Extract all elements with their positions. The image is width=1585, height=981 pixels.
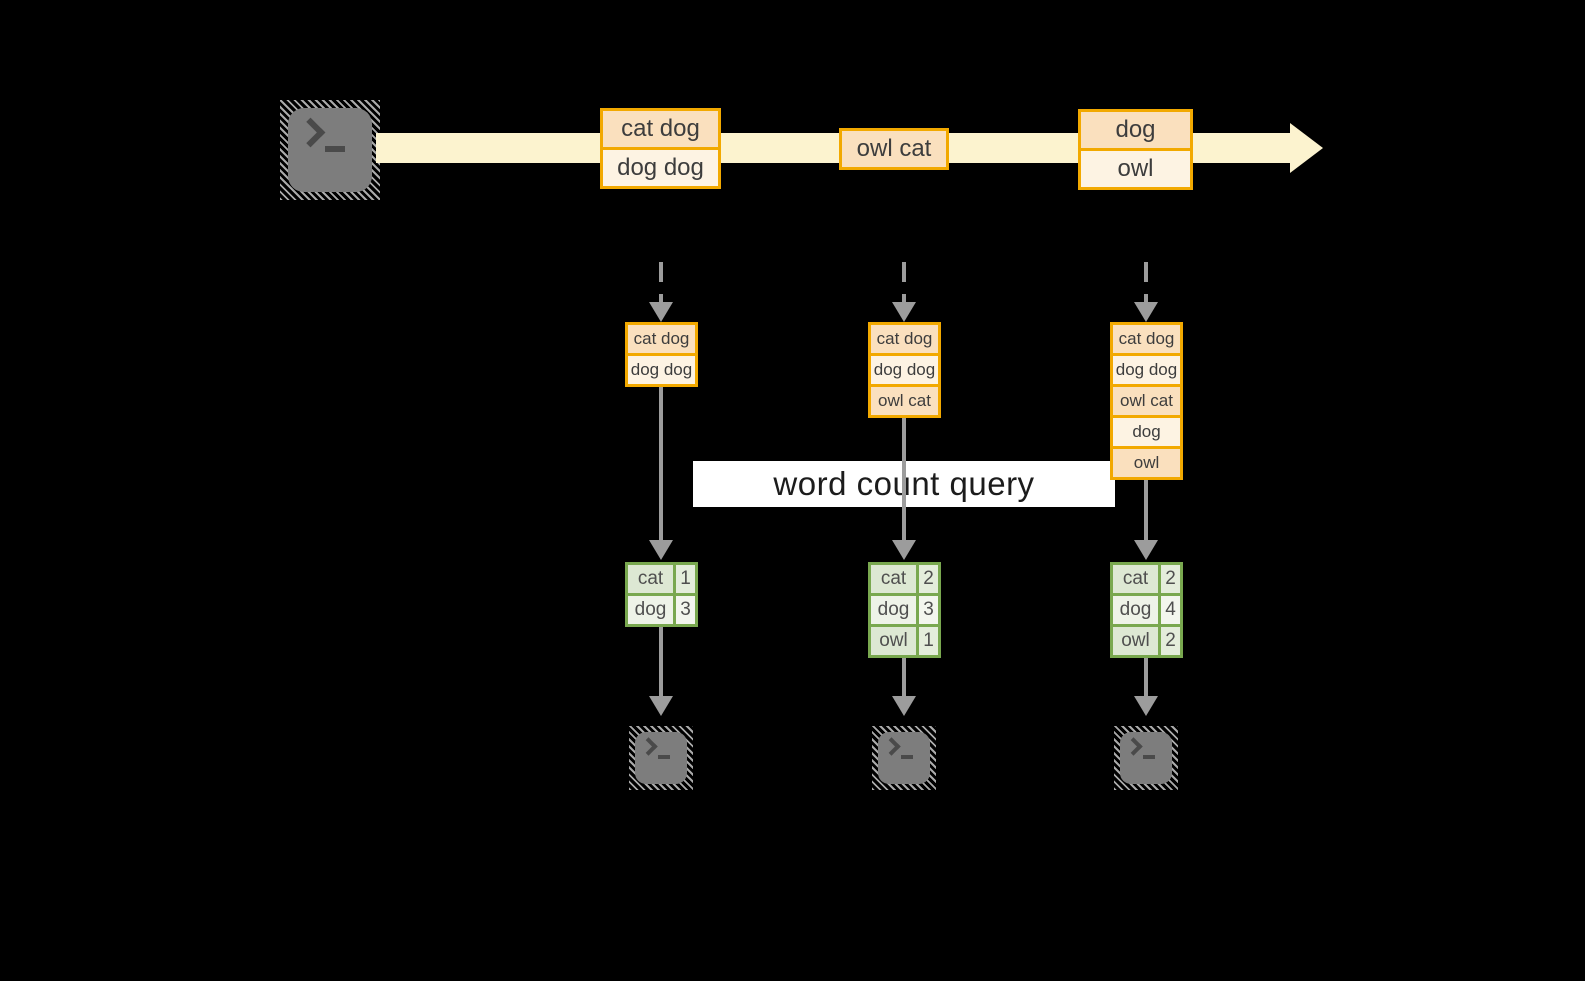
prompt-chevron-icon — [295, 117, 326, 148]
terminal-body — [878, 732, 930, 784]
terminal-icon — [872, 726, 936, 790]
terminal-icon — [280, 100, 380, 200]
count-value: 1 — [676, 565, 695, 593]
buffer-stack: cat dog dog dog — [625, 322, 698, 387]
count-word: dog — [628, 596, 673, 624]
prompt-underscore-icon — [325, 146, 345, 152]
flow-arrowhead-icon — [649, 696, 673, 716]
buffer-line: owl cat — [1113, 387, 1180, 415]
prompt-chevron-icon — [1124, 737, 1143, 756]
flow-arrowhead-icon — [892, 540, 916, 560]
stream-event-box: owl cat — [839, 128, 949, 170]
flow-arrow — [902, 418, 906, 540]
stream-event-line: owl cat — [842, 131, 946, 167]
buffer-line: cat dog — [871, 325, 938, 353]
stream-event-line: owl — [1081, 151, 1190, 187]
count-value: 3 — [919, 596, 938, 624]
count-row: cat 1 — [628, 565, 695, 593]
count-word: owl — [1113, 627, 1158, 655]
flow-arrowhead-icon — [1134, 696, 1158, 716]
buffer-line: dog dog — [871, 356, 938, 384]
count-word: cat — [628, 565, 673, 593]
flow-arrow — [1144, 480, 1148, 540]
dashed-arrowhead-icon — [649, 302, 673, 322]
count-row: owl 1 — [871, 627, 938, 655]
flow-arrowhead-icon — [1134, 540, 1158, 560]
count-word: dog — [1113, 596, 1158, 624]
count-word: owl — [871, 627, 916, 655]
buffer-line: cat dog — [1113, 325, 1180, 353]
dashed-arrowhead-icon — [892, 302, 916, 322]
buffer-stack: cat dog dog dog owl cat — [868, 322, 941, 418]
buffer-line: dog dog — [1113, 356, 1180, 384]
terminal-body — [635, 732, 687, 784]
flow-arrowhead-icon — [649, 540, 673, 560]
stream-event-line: dog — [1081, 112, 1190, 148]
flow-arrowhead-icon — [892, 696, 916, 716]
count-value: 4 — [1161, 596, 1180, 624]
stream-event-box: dog owl — [1078, 109, 1193, 190]
buffer-stack: cat dog dog dog owl cat dog owl — [1110, 322, 1183, 480]
buffer-line: owl — [1113, 449, 1180, 477]
stream-arrowhead-icon — [1290, 123, 1323, 173]
dashed-arrow — [1144, 262, 1148, 302]
stream-event-line: cat dog — [603, 111, 718, 147]
stream-event-box: cat dog dog dog — [600, 108, 721, 189]
dashed-arrow — [659, 262, 663, 302]
dashed-arrow — [902, 262, 906, 302]
prompt-underscore-icon — [1143, 755, 1155, 759]
buffer-line: cat dog — [628, 325, 695, 353]
count-table: cat 1 dog 3 — [625, 562, 698, 627]
count-table: cat 2 dog 4 owl 2 — [1110, 562, 1183, 658]
count-value: 1 — [919, 627, 938, 655]
prompt-underscore-icon — [658, 755, 670, 759]
prompt-chevron-icon — [882, 737, 901, 756]
count-row: cat 2 — [1113, 565, 1180, 593]
count-row: cat 2 — [871, 565, 938, 593]
flow-arrow — [659, 627, 663, 696]
prompt-underscore-icon — [901, 755, 913, 759]
count-row: dog 3 — [871, 596, 938, 624]
count-word: cat — [871, 565, 916, 593]
dashed-arrowhead-icon — [1134, 302, 1158, 322]
count-word: dog — [871, 596, 916, 624]
flow-arrow — [1144, 658, 1148, 696]
count-table: cat 2 dog 3 owl 1 — [868, 562, 941, 658]
terminal-body — [288, 108, 372, 192]
flow-arrow — [659, 387, 663, 540]
terminal-icon — [1114, 726, 1178, 790]
buffer-line: dog dog — [628, 356, 695, 384]
count-value: 2 — [1161, 627, 1180, 655]
buffer-line: owl cat — [871, 387, 938, 415]
count-row: dog 3 — [628, 596, 695, 624]
count-value: 2 — [919, 565, 938, 593]
count-row: owl 2 — [1113, 627, 1180, 655]
terminal-body — [1120, 732, 1172, 784]
terminal-icon — [629, 726, 693, 790]
buffer-line: dog — [1113, 418, 1180, 446]
stream-event-line: dog dog — [603, 150, 718, 186]
count-word: cat — [1113, 565, 1158, 593]
count-value: 3 — [676, 596, 695, 624]
count-row: dog 4 — [1113, 596, 1180, 624]
flow-arrow — [902, 658, 906, 696]
prompt-chevron-icon — [639, 737, 658, 756]
count-value: 2 — [1161, 565, 1180, 593]
